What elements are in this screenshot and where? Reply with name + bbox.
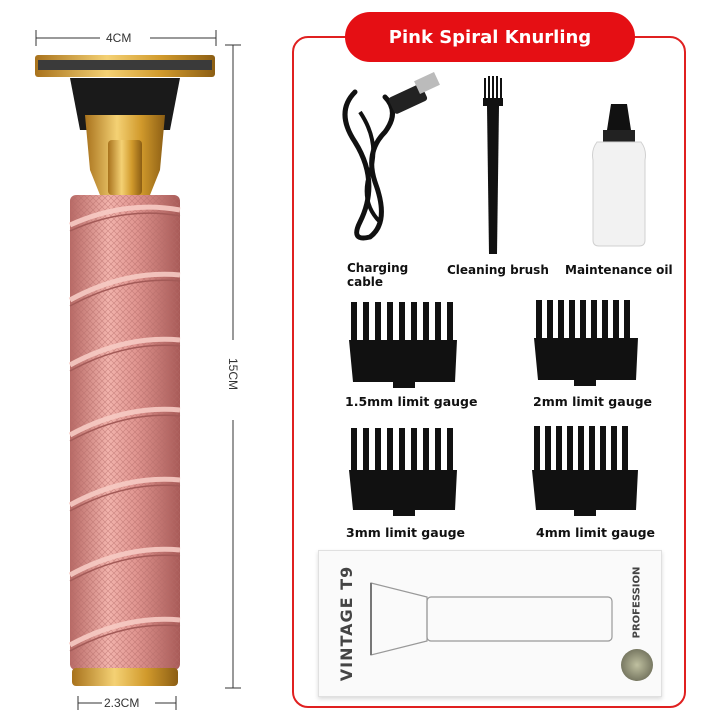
charging-cable-image <box>342 72 440 241</box>
box-side-text: PROFESSION <box>631 566 643 638</box>
charging-cable-label: Charging cable <box>347 261 409 289</box>
cleaning-brush-image <box>483 76 503 254</box>
gauge-3mm-label: 3mm limit gauge <box>346 525 466 540</box>
maintenance-oil-label: Maintenance oil <box>565 263 673 277</box>
gauge-2mm-image <box>534 300 638 386</box>
gauge-4mm-image <box>532 426 638 516</box>
width-dimension-label: 4CM <box>106 31 132 45</box>
cleaning-brush-label: Cleaning brush <box>447 263 549 277</box>
panel-title: Pink Spiral Knurling <box>345 12 635 62</box>
maintenance-oil-image <box>592 104 646 247</box>
box-side-container: PROFESSION <box>619 557 655 647</box>
box-brand-container: VINTAGE T9 <box>327 555 367 691</box>
base-dimension-label: 2.3CM <box>104 696 140 710</box>
gauge-1-5mm-label: 1.5mm limit gauge <box>345 394 478 409</box>
dimension-lines <box>35 30 241 710</box>
gauge-3mm-image <box>349 428 457 516</box>
box-brand-text: VINTAGE T9 <box>337 565 357 681</box>
box-emblem <box>621 649 653 681</box>
trimmer-image <box>35 55 215 686</box>
product-box: VINTAGE T9 PROFESSION <box>318 550 662 697</box>
gauge-2mm-label: 2mm limit gauge <box>533 394 653 409</box>
gauge-1-5mm-image <box>349 302 457 388</box>
gauge-4mm-label: 4mm limit gauge <box>536 525 656 540</box>
box-trimmer-drawing <box>370 582 613 656</box>
